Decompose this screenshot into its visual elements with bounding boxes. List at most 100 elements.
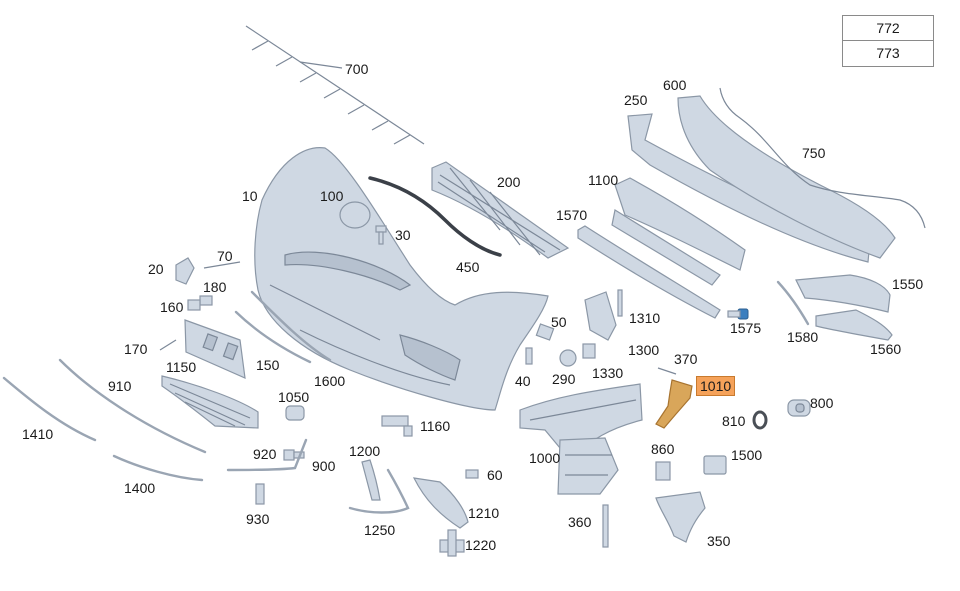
callout-1200[interactable]: 1200 bbox=[349, 443, 381, 459]
callout-170[interactable]: 170 bbox=[124, 341, 148, 357]
callout-180[interactable]: 180 bbox=[203, 279, 227, 295]
part-150-trim bbox=[234, 310, 312, 364]
callout-910[interactable]: 910 bbox=[108, 378, 132, 394]
callout-1050[interactable]: 1050 bbox=[278, 389, 310, 405]
callout-1150[interactable]: 1150 bbox=[166, 359, 197, 375]
part-1575-bolt bbox=[727, 308, 749, 320]
callout-1600[interactable]: 1600 bbox=[314, 373, 346, 389]
callout-200[interactable]: 200 bbox=[497, 174, 521, 190]
callout-1550[interactable]: 1550 bbox=[892, 276, 924, 292]
part-1580-strip bbox=[776, 280, 810, 326]
callout-1210[interactable]: 1210 bbox=[468, 505, 500, 521]
callout-810[interactable]: 810 bbox=[722, 413, 746, 429]
callout-60[interactable]: 60 bbox=[487, 467, 503, 483]
part-1150-plate-bracket bbox=[184, 319, 246, 379]
part-1400-strip bbox=[112, 454, 204, 482]
callout-1300[interactable]: 1300 bbox=[628, 342, 660, 358]
callout-750[interactable]: 750 bbox=[802, 145, 826, 161]
callout-930[interactable]: 930 bbox=[246, 511, 270, 527]
part-200-grille bbox=[431, 161, 570, 259]
callout-1580[interactable]: 1580 bbox=[787, 329, 819, 345]
callout-600[interactable]: 600 bbox=[663, 77, 687, 93]
callout-1220[interactable]: 1220 bbox=[465, 537, 497, 553]
callout-70[interactable]: 70 bbox=[217, 248, 233, 264]
part-600-bracket bbox=[677, 95, 896, 259]
callout-100[interactable]: 100 bbox=[320, 188, 344, 204]
callout-290[interactable]: 290 bbox=[552, 371, 576, 387]
part-860-bracket bbox=[655, 461, 671, 481]
part-60-clip bbox=[465, 469, 479, 479]
callout-20[interactable]: 20 bbox=[148, 261, 164, 277]
part-700-wiring-harness bbox=[245, 25, 425, 145]
part-1160-clip bbox=[381, 415, 413, 437]
callout-350[interactable]: 350 bbox=[707, 533, 731, 549]
callout-1160[interactable]: 1160 bbox=[420, 418, 451, 434]
callout-800[interactable]: 800 bbox=[810, 395, 834, 411]
part-1550-flap bbox=[795, 274, 891, 313]
callout-150[interactable]: 150 bbox=[256, 357, 280, 373]
callout-1560[interactable]: 1560 bbox=[870, 341, 902, 357]
part-20-clip bbox=[175, 257, 195, 285]
part-30-screw bbox=[375, 225, 387, 245]
part-900-trim bbox=[226, 438, 308, 472]
part-930-pin bbox=[255, 483, 265, 505]
part-50-clip bbox=[535, 323, 555, 341]
callout-30[interactable]: 30 bbox=[395, 227, 411, 243]
part-1570-spoiler-strip bbox=[577, 225, 721, 319]
part-1250-strip bbox=[348, 468, 410, 514]
callout-1575[interactable]: 1575 bbox=[730, 320, 762, 336]
part-1210-corner bbox=[412, 477, 469, 529]
callout-450[interactable]: 450 bbox=[456, 259, 480, 275]
callout-40[interactable]: 40 bbox=[515, 373, 531, 389]
callout-1100[interactable]: 1100 bbox=[588, 172, 619, 188]
part-70-pin bbox=[203, 261, 241, 269]
part-40-bolt bbox=[525, 347, 533, 365]
part-1560-flap bbox=[815, 309, 893, 341]
part-1010-bracket bbox=[655, 379, 693, 429]
callout-250[interactable]: 250 bbox=[624, 92, 648, 108]
part-180-clip bbox=[199, 295, 213, 306]
part-1600-trim bbox=[250, 290, 332, 362]
part-370-clip bbox=[657, 367, 677, 375]
part-360-pin bbox=[602, 504, 609, 548]
part-910-strip bbox=[58, 358, 207, 454]
part-1300-clip bbox=[582, 343, 596, 359]
callout-1250[interactable]: 1250 bbox=[364, 522, 396, 538]
part-350-cover bbox=[655, 491, 706, 543]
callout-1500[interactable]: 1500 bbox=[731, 447, 763, 463]
part-1100-grille-frame bbox=[611, 177, 746, 286]
part-800-sensor bbox=[787, 399, 811, 417]
reference-row-772[interactable]: 772 bbox=[876, 20, 900, 36]
reference-row-773[interactable]: 773 bbox=[843, 40, 933, 65]
part-290-nut bbox=[559, 349, 577, 367]
callout-370[interactable]: 370 bbox=[674, 351, 698, 367]
part-1000-mounting-bracket bbox=[519, 383, 643, 495]
callout-1010-highlighted[interactable]: 1010 bbox=[696, 376, 736, 396]
callout-1000[interactable]: 1000 bbox=[529, 450, 561, 466]
part-750-wire bbox=[719, 87, 926, 229]
callout-1570[interactable]: 1570 bbox=[556, 207, 588, 223]
callout-1410[interactable]: 1410 bbox=[22, 426, 54, 442]
part-1410-strip bbox=[2, 376, 97, 442]
callout-1310[interactable]: 1310 bbox=[629, 310, 661, 326]
part-100-emblem bbox=[339, 201, 371, 229]
callout-1330[interactable]: 1330 bbox=[592, 365, 624, 381]
part-1200-strip bbox=[361, 459, 381, 501]
part-1310-bracket bbox=[584, 291, 617, 341]
part-1050-sensor bbox=[285, 405, 305, 421]
callout-10[interactable]: 10 bbox=[242, 188, 258, 204]
callout-160[interactable]: 160 bbox=[160, 299, 184, 315]
callout-860[interactable]: 860 bbox=[651, 441, 675, 457]
callout-1400[interactable]: 1400 bbox=[124, 480, 156, 496]
part-1310-pin bbox=[617, 289, 623, 317]
callout-50[interactable]: 50 bbox=[551, 314, 567, 330]
part-810-ring bbox=[752, 410, 768, 430]
callout-360[interactable]: 360 bbox=[568, 514, 592, 530]
part-1220-clip bbox=[439, 529, 465, 557]
part-450-seal-strip bbox=[368, 176, 502, 257]
callout-900[interactable]: 900 bbox=[312, 458, 336, 474]
callout-700[interactable]: 700 bbox=[345, 61, 369, 77]
callout-920[interactable]: 920 bbox=[253, 446, 277, 462]
part-160-clip bbox=[187, 299, 201, 311]
